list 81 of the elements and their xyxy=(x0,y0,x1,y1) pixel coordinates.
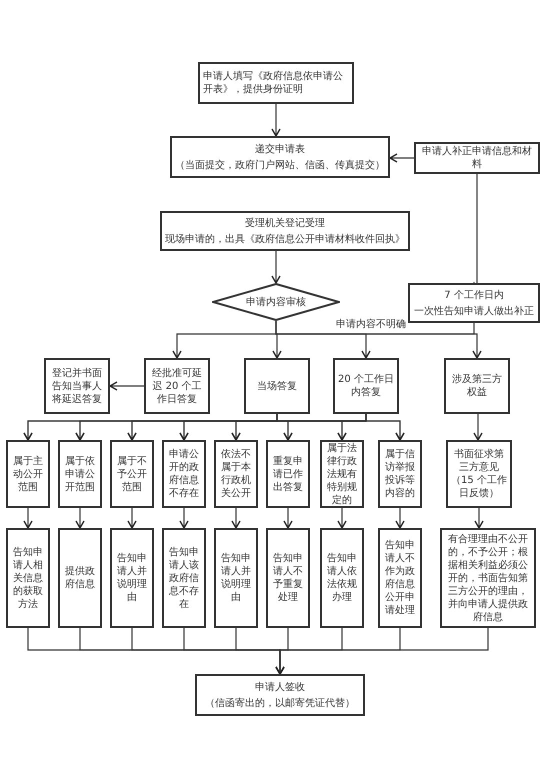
process-box xyxy=(333,358,399,414)
process-box xyxy=(110,440,154,508)
box-text: 属于法律行政法规有特别规定的 xyxy=(326,442,358,506)
arrow xyxy=(109,381,144,391)
arrow xyxy=(75,508,85,529)
arrow xyxy=(179,508,189,529)
process-box xyxy=(266,440,310,508)
process-box xyxy=(170,136,390,178)
box-text: 告知申请人不作为政府信息公开申请处理 xyxy=(384,539,416,617)
box-text: 重复申请已作出答复 xyxy=(272,454,304,494)
box-text: 属于主动公开范围 xyxy=(12,454,44,494)
process-box xyxy=(408,283,540,323)
box-text: 告知申请人并说明理由 xyxy=(220,552,252,604)
process-box xyxy=(162,528,206,628)
arrow xyxy=(271,104,281,137)
box-text: 告知申请人相关信息的获取方法 xyxy=(12,546,44,610)
box-text: 告知申请人该政府信息不存在 xyxy=(168,546,200,610)
process-box xyxy=(214,440,258,508)
process-box xyxy=(266,528,310,628)
process-box xyxy=(144,358,210,414)
box-text: 20 个工作日内答复 xyxy=(338,373,394,399)
process-box xyxy=(244,358,310,414)
arrow xyxy=(395,508,405,529)
box-text: 告知申请人不予重复处理 xyxy=(272,552,304,604)
box-text: 涉及第三方权益 xyxy=(451,373,503,399)
arrow xyxy=(473,414,483,441)
box-text: 有合理理由不公开的，不予公开；根据相关利益必须公开的，书面告知第三方公开的理由，并向申请人提供政府信息 xyxy=(447,532,529,624)
arrow xyxy=(474,508,484,529)
process-box xyxy=(110,528,154,628)
arrow xyxy=(127,508,137,529)
box-text: 申请内容审核 xyxy=(246,296,306,308)
process-box xyxy=(195,674,365,716)
arrow xyxy=(337,508,347,529)
process-box xyxy=(378,440,422,508)
box-text: 申请人填写《政府信息依申请公开表》，提供身份证明 xyxy=(203,70,344,96)
box-text: 属于不予公开范围 xyxy=(116,454,148,494)
edge-label: 申请内容不明确 xyxy=(336,319,406,331)
box-text: 申请人补正申请信息和材料 xyxy=(421,145,533,171)
box-text: 属于依申请公开范围 xyxy=(64,454,96,494)
process-box xyxy=(44,358,110,414)
box-text: 当场答复 xyxy=(257,380,297,392)
process-box xyxy=(440,528,536,628)
process-box xyxy=(320,440,364,508)
process-box xyxy=(198,62,354,104)
box-text: 告知申请人并说明理由 xyxy=(116,552,148,604)
box-text: 书面征求第三方意见（15 个工作日反馈） xyxy=(451,448,507,500)
arrow xyxy=(271,251,281,284)
box-text: 提供政府信息 xyxy=(64,565,96,591)
arrow xyxy=(275,321,482,359)
process-box xyxy=(58,528,102,628)
box-text: 依法不属于本行政机关公开 xyxy=(220,448,252,500)
process-box xyxy=(160,211,410,251)
arrow xyxy=(231,508,241,529)
arrow xyxy=(389,153,414,163)
box-text: （信函寄出的，以邮寄凭证代替） xyxy=(205,696,355,710)
process-box xyxy=(58,440,102,508)
box-text: 现场申请的，出具《政府信息公开申请材料收件回执》 xyxy=(165,232,405,246)
arrow xyxy=(275,628,489,675)
process-box xyxy=(162,440,206,508)
box-text: 递交申请表 xyxy=(255,142,305,156)
arrow xyxy=(365,414,405,441)
box-text: （当面提交，政府门户网站、信函、传真提交） xyxy=(175,158,385,172)
process-box xyxy=(320,528,364,628)
arrow xyxy=(283,508,293,529)
process-box xyxy=(414,142,540,174)
box-text: 经批准可延迟 20 个工作日答复 xyxy=(151,366,203,406)
box-text: 一次性告知申请人做出补正 xyxy=(414,304,534,318)
box-text: 受理机关登记受理 xyxy=(245,216,325,230)
process-box xyxy=(446,440,512,508)
box-text: 申请人签收 xyxy=(255,680,305,694)
box-text: 登记并书面告知当事人将延迟答复 xyxy=(51,366,103,406)
process-box xyxy=(6,528,50,628)
process-box xyxy=(6,440,50,508)
box-text: 属于信访举报投诉等内容的 xyxy=(384,448,416,500)
process-box xyxy=(214,528,258,628)
box-text: 告知申请人依法依规办理 xyxy=(326,552,358,604)
arrow xyxy=(23,508,33,529)
process-box xyxy=(444,358,510,414)
process-box xyxy=(378,528,422,628)
box-text: 7 个工作日内 xyxy=(444,288,504,302)
box-text: 申请公开的政府信息不存在 xyxy=(168,448,200,500)
